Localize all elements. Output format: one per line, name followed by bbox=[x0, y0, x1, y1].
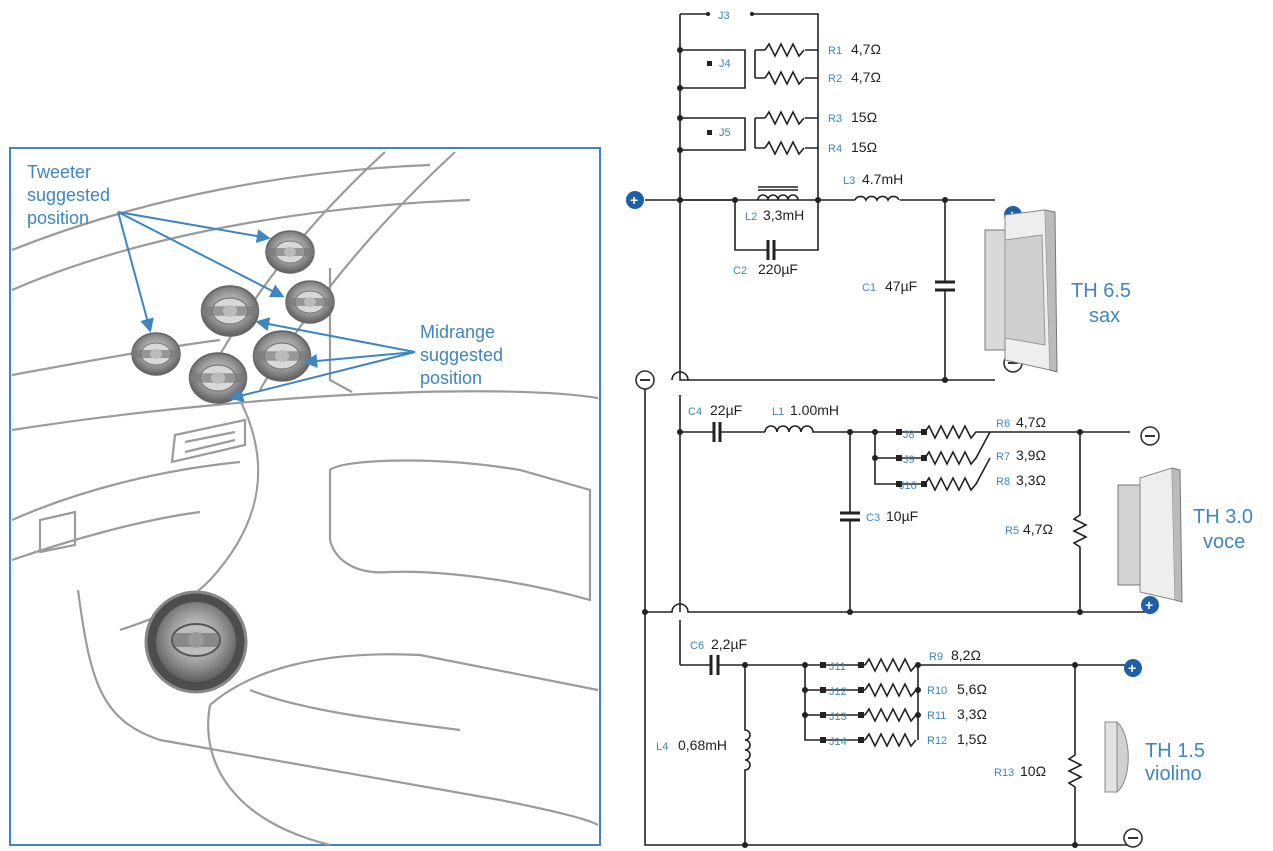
r3-ref: R3 bbox=[828, 113, 842, 125]
c4-ref: C4 bbox=[688, 406, 702, 418]
r6-ref: R6 bbox=[996, 418, 1010, 430]
c3-value: 10µF bbox=[886, 508, 918, 524]
svg-text:+: + bbox=[1145, 597, 1153, 613]
tweeter-name: violino bbox=[1145, 763, 1202, 785]
r7-value: 3,9Ω bbox=[1016, 447, 1046, 463]
l2-ref: L2 bbox=[745, 211, 757, 223]
woofer-model: TH 6.5 bbox=[1071, 280, 1131, 302]
j12-label: J12 bbox=[829, 686, 847, 698]
l2-value: 3,3mH bbox=[763, 207, 804, 223]
r1-value: 4,7Ω bbox=[851, 41, 881, 57]
j10-label: J10 bbox=[899, 480, 917, 492]
midrange-speaker-upper bbox=[200, 285, 260, 337]
tweeter-note-line3: position bbox=[27, 208, 89, 228]
svg-text:+: + bbox=[1128, 660, 1136, 676]
mid-model: TH 3.0 bbox=[1193, 506, 1253, 528]
midrange-note-line1: Midrange bbox=[420, 322, 495, 342]
r11-value: 3,3Ω bbox=[957, 706, 987, 722]
r10-value: 5,6Ω bbox=[957, 681, 987, 697]
tweeter-speaker-left bbox=[131, 332, 181, 376]
door-speaker bbox=[144, 590, 248, 694]
j3-label: J3 bbox=[718, 10, 730, 22]
tweeter-speaker-upper bbox=[265, 230, 315, 274]
j14-label: J14 bbox=[829, 736, 847, 748]
midrange-note-line2: suggested bbox=[420, 345, 503, 365]
midrange-speaker-lower bbox=[188, 352, 248, 404]
speaker-th15-drawing bbox=[1104, 720, 1129, 794]
c3-ref: C3 bbox=[866, 512, 880, 524]
r13-ref: R13 bbox=[994, 767, 1014, 779]
r7-ref: R7 bbox=[996, 451, 1010, 463]
r8-value: 3,3Ω bbox=[1016, 472, 1046, 488]
l3-ref: L3 bbox=[843, 175, 855, 187]
tweeter-model: TH 1.5 bbox=[1145, 740, 1205, 762]
c2-value: 220µF bbox=[758, 261, 798, 277]
car-illustration: Tweeter suggested position Midrange sugg… bbox=[9, 147, 601, 847]
c2-ref: C2 bbox=[733, 265, 747, 277]
tweeter-speaker-right bbox=[285, 280, 335, 324]
j11-label: J11 bbox=[829, 661, 846, 673]
j13-label: J13 bbox=[829, 711, 847, 723]
j8-label: J8 bbox=[903, 429, 915, 441]
c4-value: 22µF bbox=[710, 402, 742, 418]
r12-value: 1,5Ω bbox=[957, 731, 987, 747]
l4-ref: L4 bbox=[656, 741, 668, 753]
j4-label: J4 bbox=[719, 58, 731, 70]
r4-ref: R4 bbox=[828, 143, 842, 155]
speaker-th30-drawing bbox=[1117, 467, 1183, 603]
r10-ref: R10 bbox=[927, 685, 947, 697]
c1-value: 47µF bbox=[885, 278, 917, 294]
r5-ref: R5 bbox=[1005, 525, 1019, 537]
r1-ref: R1 bbox=[828, 45, 842, 57]
r6-value: 4,7Ω bbox=[1016, 414, 1046, 430]
tweeter-note-line2: suggested bbox=[27, 185, 110, 205]
l1-value: 1.00mH bbox=[790, 402, 839, 418]
j5-label: J5 bbox=[719, 127, 731, 139]
r9-ref: R9 bbox=[929, 651, 943, 663]
svg-text:+: + bbox=[630, 192, 638, 208]
r13-value: 10Ω bbox=[1020, 763, 1046, 779]
l4-value: 0,68mH bbox=[678, 737, 727, 753]
midrange-note-line3: position bbox=[420, 368, 482, 388]
c6-value: 2,2µF bbox=[711, 636, 747, 652]
r2-value: 4,7Ω bbox=[851, 69, 881, 85]
j9-label: J9 bbox=[903, 454, 915, 466]
midrange-speaker-right bbox=[252, 330, 312, 382]
tweeter-note-line1: Tweeter bbox=[27, 162, 91, 182]
r5-value: 4,7Ω bbox=[1023, 521, 1053, 537]
speaker-th65-drawing bbox=[984, 209, 1058, 373]
r8-ref: R8 bbox=[996, 476, 1010, 488]
illustration-frame bbox=[9, 147, 601, 846]
r11-ref: R11 bbox=[927, 710, 946, 722]
woofer-name: sax bbox=[1089, 305, 1120, 327]
r2-ref: R2 bbox=[828, 73, 842, 85]
c6-ref: C6 bbox=[690, 640, 704, 652]
l3-value: 4.7mH bbox=[862, 171, 903, 187]
r4-value: 15Ω bbox=[851, 139, 877, 155]
c1-ref: C1 bbox=[862, 282, 876, 294]
l1-ref: L1 bbox=[772, 406, 784, 418]
r12-ref: R12 bbox=[927, 735, 947, 747]
r3-value: 15Ω bbox=[851, 109, 877, 125]
mid-name: voce bbox=[1203, 531, 1245, 553]
r9-value: 8,2Ω bbox=[951, 647, 981, 663]
crossover-schematic: + + + + J3 J4 J5 J8 J9 bbox=[626, 10, 1253, 848]
